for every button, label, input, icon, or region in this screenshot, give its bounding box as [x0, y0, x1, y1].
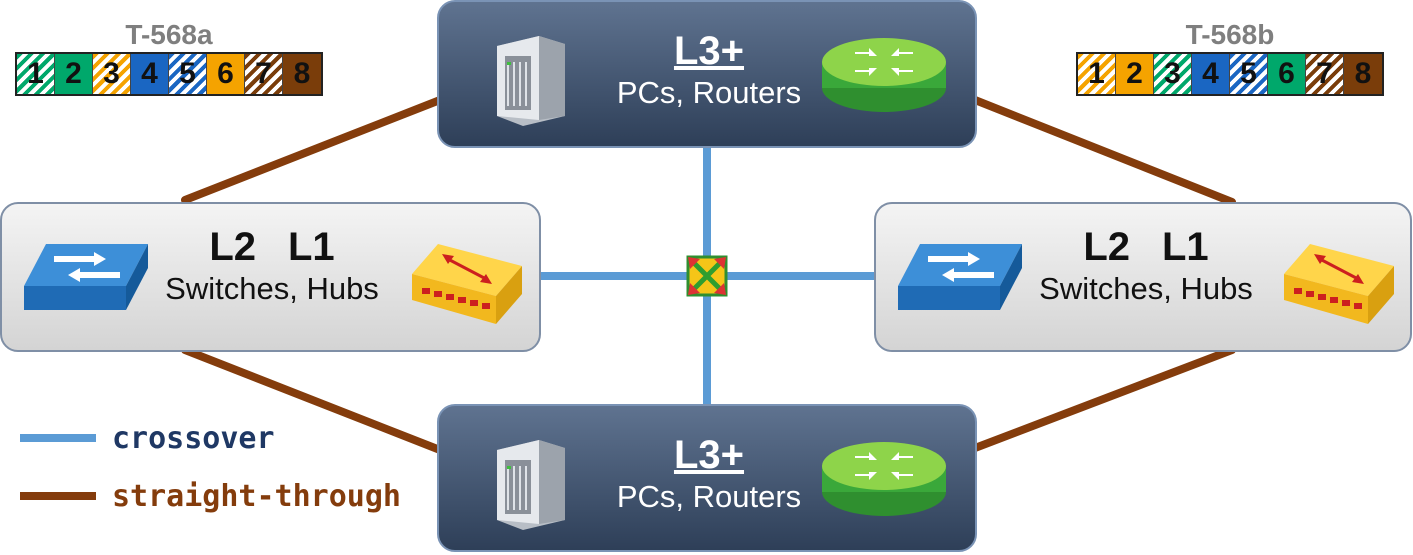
node-description: Switches, Hubs [1039, 271, 1253, 306]
wire-pin-8: 8 [283, 54, 321, 94]
layer-labels: L2 L1 [1026, 224, 1266, 270]
layer-label-l1: L1 [1162, 225, 1209, 269]
legend-crossover: crossover [20, 418, 275, 458]
layer-label-l3: L3+ [673, 29, 745, 73]
router-icon [822, 38, 946, 112]
wire-pin-5: 5 [1230, 54, 1268, 94]
legend-crossover-line [20, 434, 96, 442]
wire-pin-7: 7 [245, 54, 283, 94]
layer-labels: L2 L1 [152, 224, 392, 270]
hub-icon [412, 244, 522, 324]
node-label: L2 L1 Switches, Hubs [1026, 224, 1266, 308]
node-right-l2: L2 L1 Switches, Hubs [874, 202, 1412, 352]
wire-pin-8: 8 [1344, 54, 1382, 94]
node-left-l2: L2 L1 Switches, Hubs [0, 202, 541, 352]
layer-label-l1: L1 [288, 225, 335, 269]
wire-pin-7: 7 [1306, 54, 1344, 94]
standard-title: T-568b [1185, 19, 1275, 50]
straight-line-top-left [181, 96, 444, 204]
wire-pin-4: 4 [1192, 54, 1230, 94]
standard-title: T-568a [125, 19, 213, 50]
straight-line-bottom-right [971, 346, 1236, 452]
switch-icon [898, 244, 1022, 310]
hub-icon [1284, 244, 1394, 324]
node-description: Switches, Hubs [165, 271, 379, 306]
wire-pin-4: 4 [131, 54, 169, 94]
node-label: L3+ PCs, Routers [579, 432, 839, 516]
wire-pin-3: 3 [93, 54, 131, 94]
legend-straight-through: straight-through [20, 476, 401, 516]
node-bottom-l3: L3+ PCs, Routers [437, 404, 977, 552]
layer-label-l2: L2 [1083, 225, 1130, 269]
straight-line-top-right [971, 96, 1236, 206]
node-label: L2 L1 Switches, Hubs [152, 224, 392, 308]
server-icon [497, 36, 565, 126]
wire-pin-1: 1 [17, 54, 55, 94]
crossover-marker-icon [686, 255, 728, 297]
straight-line-bottom-left [181, 346, 444, 454]
wire-pin-2: 2 [55, 54, 93, 94]
server-icon [497, 440, 565, 530]
wire-pin-6: 6 [207, 54, 245, 94]
wire-pin-5: 5 [169, 54, 207, 94]
node-description: PCs, Routers [616, 75, 802, 110]
wire-pin-2: 2 [1116, 54, 1154, 94]
layer-label-l2: L2 [209, 225, 256, 269]
wire-pin-3: 3 [1154, 54, 1192, 94]
legend-crossover-label: crossover [112, 420, 275, 456]
node-description: PCs, Routers [616, 479, 802, 514]
router-icon [822, 442, 946, 516]
node-label: L3+ PCs, Routers [579, 28, 839, 112]
legend-straight-through-label: straight-through [112, 478, 401, 514]
layer-label-l3: L3+ [673, 433, 745, 477]
legend-straight-through-line [20, 492, 96, 500]
wire-pin-6: 6 [1268, 54, 1306, 94]
wire-pin-1: 1 [1078, 54, 1116, 94]
switch-icon [24, 244, 148, 310]
node-top-l3: L3+ PCs, Routers [437, 0, 977, 148]
